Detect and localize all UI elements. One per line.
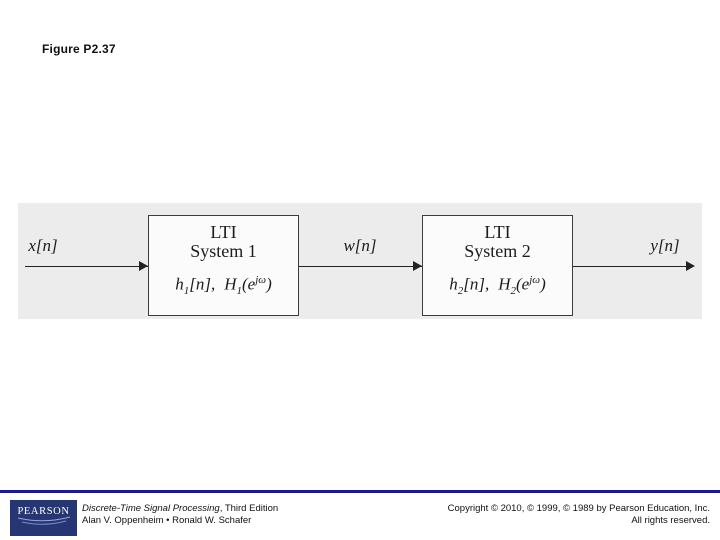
intermediate-wire [298,266,422,267]
intermediate-signal-label: w[n] [343,236,377,255]
pearson-logo-text: PEARSON [17,506,70,517]
input-signal-label: x[n] [28,236,58,255]
copyright-line1: Copyright © 2010, © 1999, © 1989 by Pear… [447,503,710,514]
system2-title-line1: LTI [484,222,511,242]
book-edition: , Third Edition [219,503,279,514]
intermediate-arrowhead-icon [413,261,422,271]
pearson-swoosh-icon [17,516,70,525]
book-info: Discrete-Time Signal Processing, Third E… [82,503,278,527]
system2-title-line2: System 2 [464,241,531,261]
output-wire [572,266,690,267]
book-authors: Alan V. Oppenheim • Ronald W. Schafer [82,515,252,526]
pearson-logo: PEARSON [10,500,77,536]
block-diagram: x[n] w[n] y[n] LTI System 1 h1[n],H1(ejω… [18,203,702,319]
book-title: Discrete-Time Signal Processing [82,503,220,514]
lti-system-1-box: LTI System 1 h1[n],H1(ejω) [148,215,299,316]
system1-title-line1: LTI [210,222,237,242]
book-title-line: Discrete-Time Signal Processing, Third E… [82,503,278,515]
output-arrowhead-icon [686,261,695,271]
copyright-notice: Copyright © 2010, © 1999, © 1989 by Pear… [448,503,710,527]
output-signal-label: y[n] [650,236,680,255]
copyright-line2: All rights reserved. [631,515,710,526]
input-wire [25,266,148,267]
lti-system-2-box: LTI System 2 h2[n],H2(ejω) [422,215,573,316]
system1-formula: h1[n],H1(ejω) [175,274,272,298]
system1-title-line2: System 1 [190,241,257,261]
page-title: Figure P2.37 [42,42,116,56]
footer-divider [0,490,720,493]
system2-formula: h2[n],H2(ejω) [449,274,546,298]
input-arrowhead-icon [139,261,148,271]
